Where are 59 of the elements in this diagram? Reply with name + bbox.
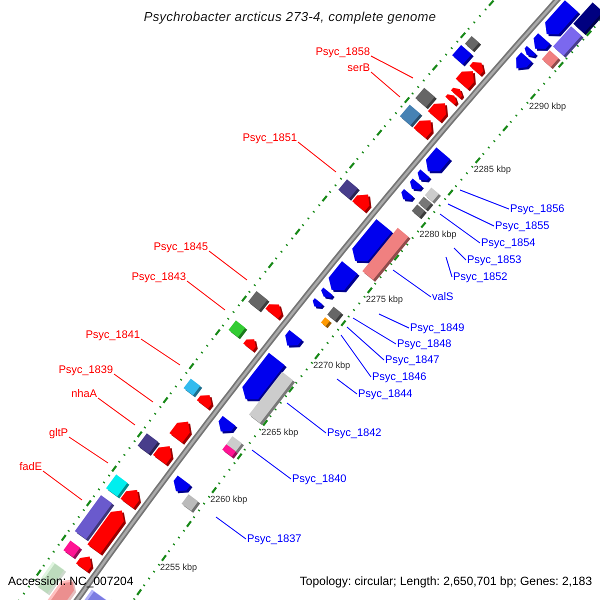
leader-line — [378, 314, 410, 328]
leader-line — [454, 248, 466, 260]
gene-label: Psyc_1842 — [327, 426, 382, 440]
leader-line — [42, 470, 82, 500]
leader-line — [286, 402, 326, 434]
gene-label: Psyc_1845 — [154, 240, 208, 254]
gene-label: Psyc_1840 — [292, 472, 346, 486]
leader-line — [370, 72, 400, 98]
genome-info-text: Topology: circular; Length: 2,650,701 bp; Genes: 2,183 — [300, 574, 592, 588]
gene-label: nhaA — [71, 387, 97, 401]
title: Psychrobacter arcticus 273-4, complete genome — [142, 9, 438, 24]
leader-line — [98, 398, 136, 426]
tick-label: 2280 kbp — [419, 229, 456, 240]
leader-line — [460, 190, 510, 210]
leader-line — [446, 256, 452, 278]
tick-label: 2290 kbp — [529, 100, 566, 112]
leader-line — [346, 326, 384, 360]
leader-line — [140, 338, 180, 366]
gene-label: Psyc_1841 — [86, 328, 140, 342]
tick-label: 2275 kbp — [366, 294, 403, 306]
leader-line — [298, 142, 336, 172]
gene-label: Psyc_1844 — [358, 387, 412, 401]
gene-label: Psyc_1839 — [58, 363, 113, 377]
gene-label: Psyc_1852 — [453, 270, 508, 284]
leader-line — [114, 374, 154, 402]
leader-line — [252, 450, 292, 480]
leader-line — [448, 204, 494, 226]
tick-label: 2285 kbp — [474, 164, 511, 176]
leader-line — [392, 270, 432, 298]
leader-line — [186, 280, 226, 310]
gene-label: Psyc_1851 — [242, 131, 297, 145]
leader-line — [370, 56, 414, 78]
leader-line — [216, 516, 246, 540]
gene-label: Psyc_1837 — [247, 532, 302, 546]
leader-line — [352, 318, 396, 344]
gene-label: Psyc_1849 — [410, 321, 464, 335]
gene-label: Psyc_1855 — [495, 219, 550, 233]
leader-line — [68, 436, 108, 464]
gene-label: gltP — [49, 426, 68, 440]
gene-label: Psyc_1847 — [385, 353, 440, 367]
leader-line — [336, 378, 358, 394]
tick-label: 2270 kbp — [313, 360, 350, 372]
tick-label: 2255 kbp — [160, 562, 198, 573]
leader-line — [440, 214, 480, 244]
gene-label: Psyc_1856 — [510, 202, 564, 216]
gene-label: fadE — [19, 460, 42, 474]
gene-label: Psyc_1843 — [132, 270, 186, 284]
gene-label: Psyc_1854 — [481, 236, 536, 250]
gene-label: Psyc_1853 — [467, 253, 522, 267]
gene-label: serB — [347, 61, 370, 75]
gene-label: Psyc_1848 — [397, 337, 452, 351]
leader-line — [208, 250, 248, 280]
tick-label: 2265 kbp — [261, 426, 298, 438]
leader-line — [340, 334, 372, 378]
tick-label: 2260 kbp — [210, 494, 248, 506]
gene-label: Psyc_1846 — [372, 370, 426, 384]
accession-text: Accession: NC_007204 — [8, 574, 134, 588]
gene-label: valS — [432, 290, 454, 304]
gene-label: Psyc_1858 — [316, 45, 370, 59]
